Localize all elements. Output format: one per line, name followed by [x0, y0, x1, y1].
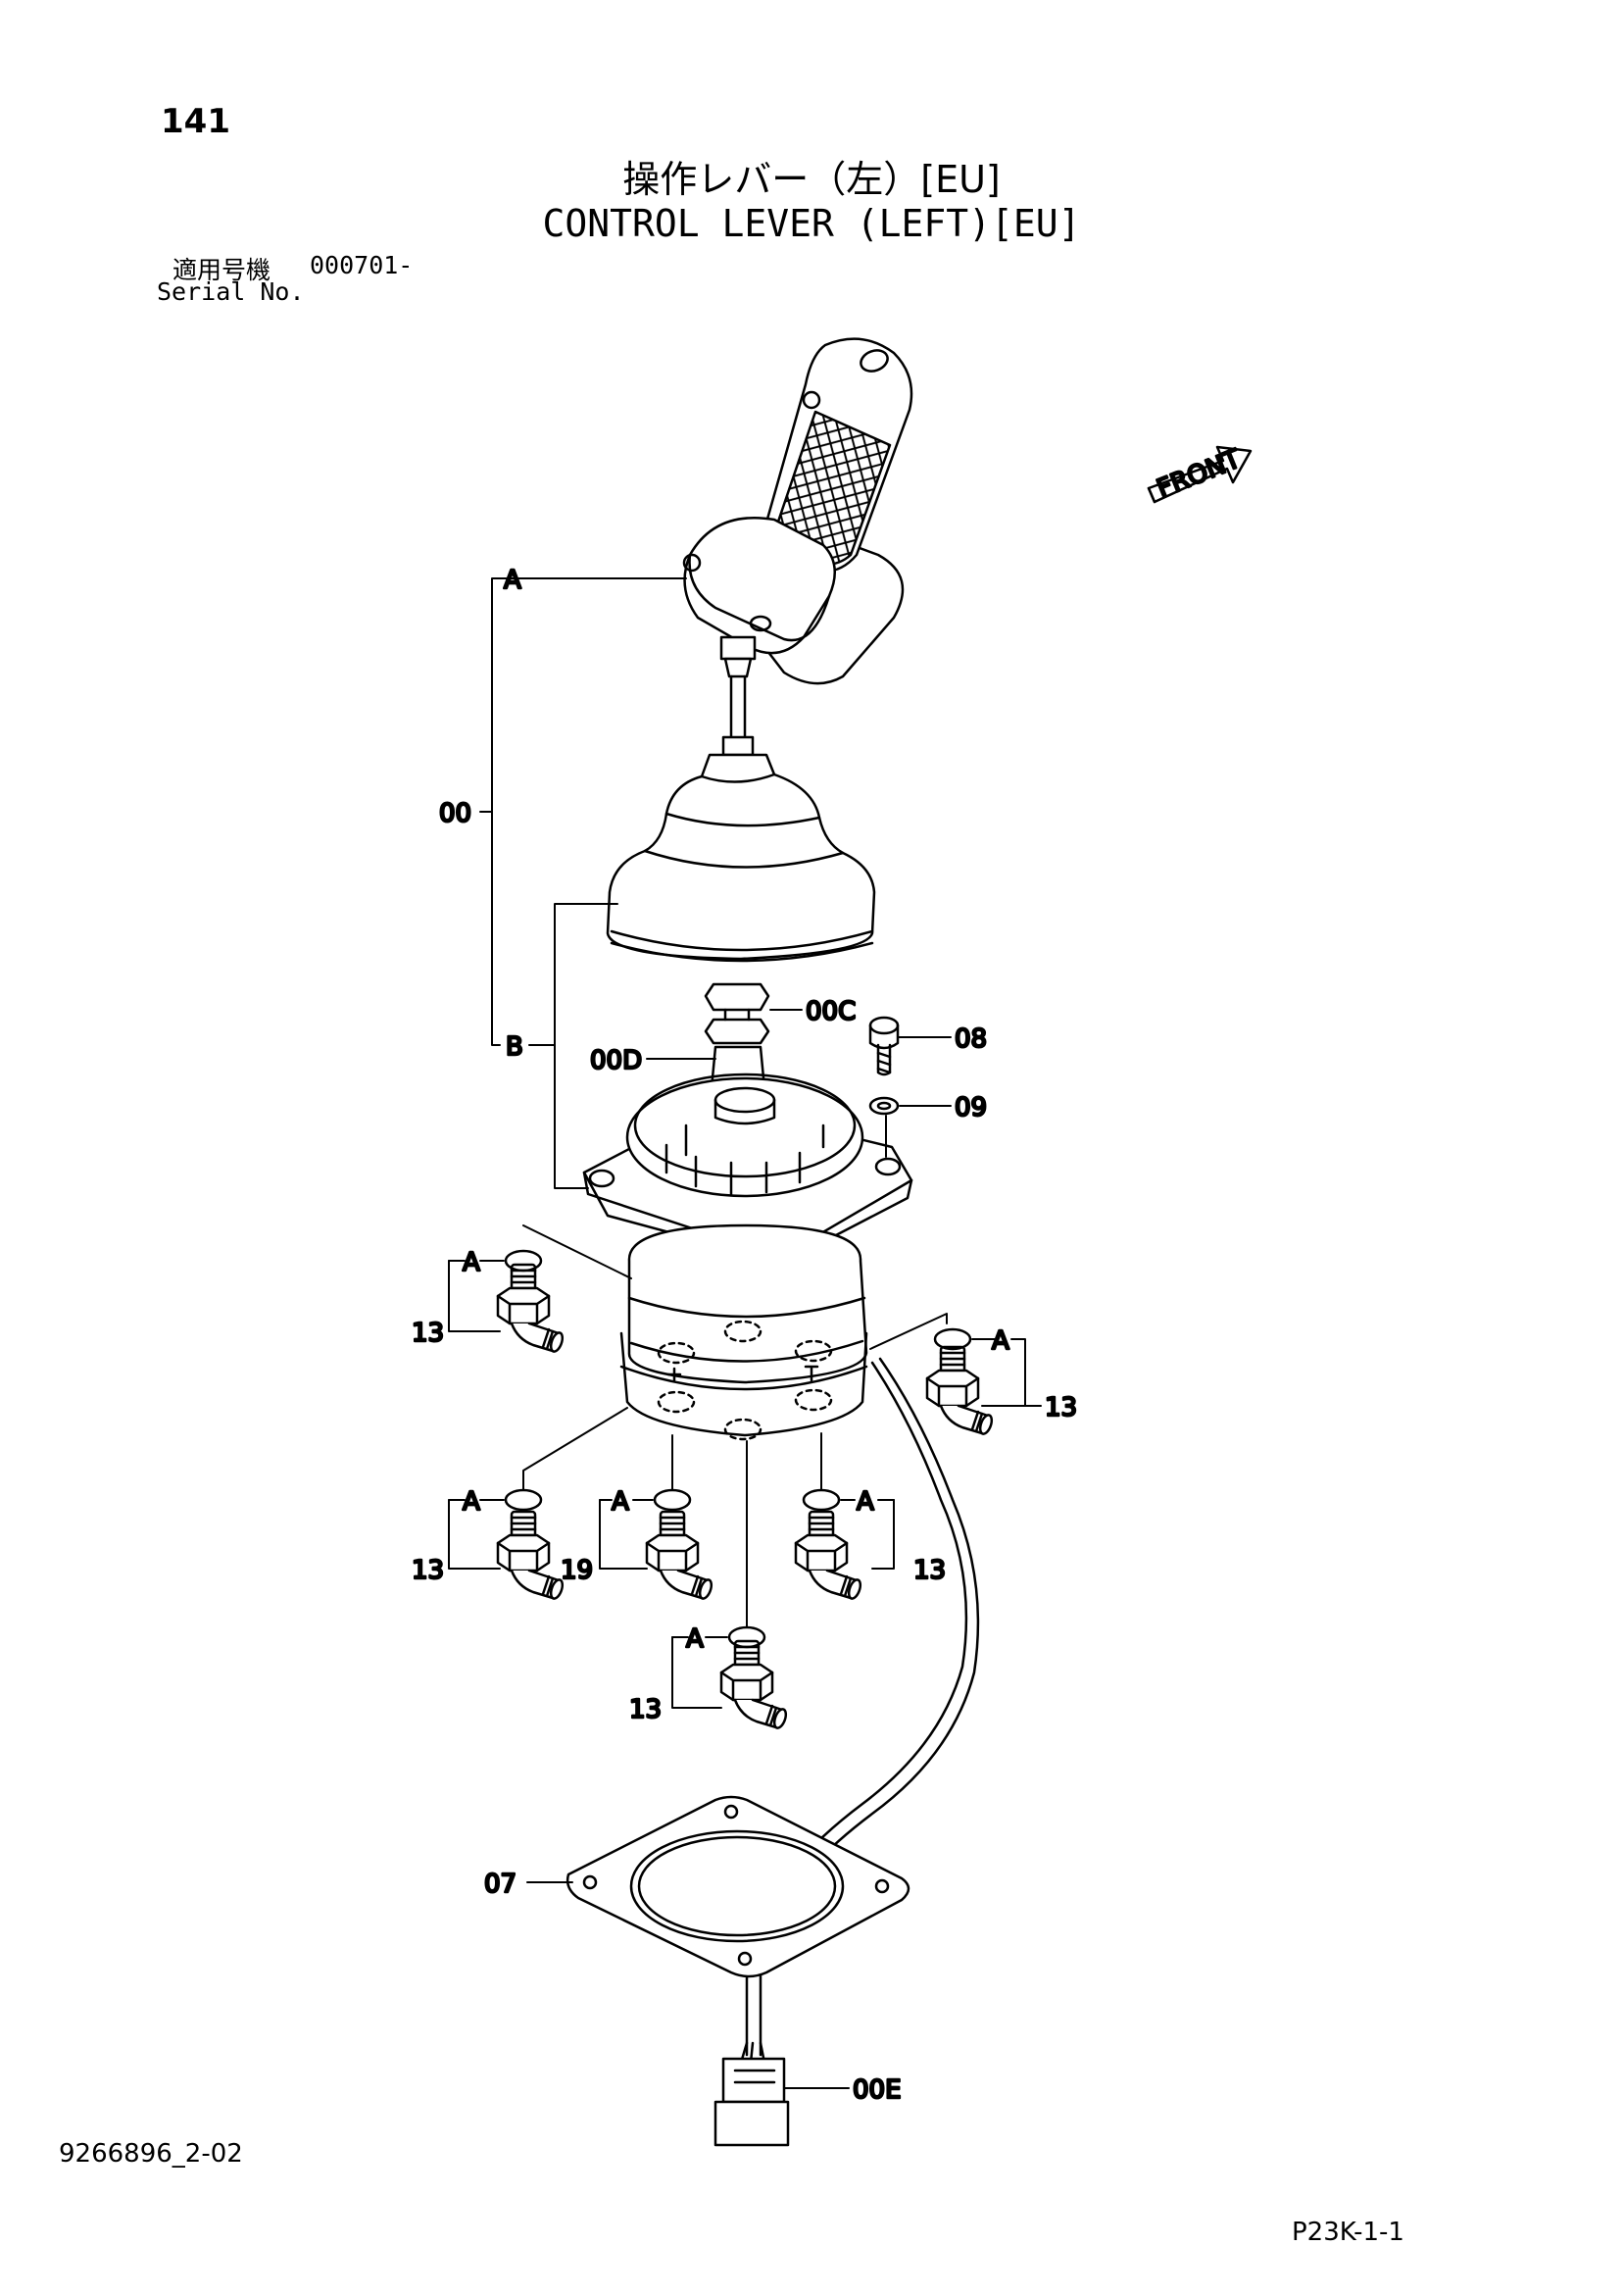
label-a-fit-4: A — [612, 1487, 629, 1517]
label-a-fit-3: A — [463, 1487, 480, 1517]
serial-value: 000701- — [310, 251, 414, 279]
lever-shaft — [719, 635, 757, 757]
fitting-13-lower-left — [496, 1510, 566, 1602]
part-08-screw — [868, 1016, 900, 1076]
serial-label-japanese: 適用号機 — [172, 256, 271, 284]
label-00d: 00D — [590, 1046, 642, 1075]
label-fit-13-4: 13 — [913, 1556, 946, 1585]
page-number: 141 — [161, 102, 230, 141]
label-a-fit-5: A — [857, 1487, 874, 1517]
title-japanese: 操作レバー（左）[EU] — [622, 158, 1001, 201]
front-arrow-icon: FRONT — [1147, 443, 1253, 506]
label-a-fit-2: A — [992, 1326, 1009, 1356]
part-09-washer — [868, 1096, 900, 1116]
label-a-top: A — [504, 566, 521, 595]
part-00e-connector — [713, 2041, 790, 2147]
label-07: 07 — [484, 1870, 516, 1899]
rubber-boot — [606, 753, 876, 963]
page-reference: P23K-1-1 — [1292, 2218, 1404, 2247]
label-09: 09 — [955, 1093, 987, 1123]
label-08: 08 — [955, 1024, 987, 1054]
leader-lines — [448, 577, 1042, 2089]
label-00e: 00E — [853, 2075, 902, 2105]
label-fit-13-2: 13 — [1045, 1393, 1077, 1423]
label-fit-13-3: 13 — [412, 1556, 444, 1585]
label-b: B — [506, 1032, 523, 1062]
label-a-fit-1: A — [463, 1248, 480, 1277]
part-00c-nut — [704, 982, 770, 1045]
label-fit-13-1: 13 — [412, 1319, 444, 1348]
fitting-19 — [645, 1510, 715, 1602]
lever-collar — [682, 516, 836, 655]
fitting-13-bottom — [719, 1639, 790, 1731]
label-a-fit-6: A — [686, 1624, 704, 1654]
label-fit-13-5: 13 — [629, 1695, 662, 1724]
fitting-13-upper-left — [496, 1263, 566, 1355]
valve-body — [619, 1223, 868, 1441]
label-fit-19: 19 — [561, 1556, 593, 1585]
document-code: 9266896_2-02 — [59, 2139, 243, 2169]
title-english: CONTROL LEVER (LEFT)[EU] — [542, 202, 1081, 245]
fitting-13-lower-right — [794, 1510, 864, 1602]
front-label: FRONT — [1153, 444, 1245, 504]
label-assembly-00: 00 — [439, 799, 471, 828]
label-00c: 00C — [806, 997, 856, 1026]
valve-top-assembly — [582, 1073, 913, 1276]
fitting-13-right — [925, 1345, 996, 1437]
part-07-gasket — [566, 1795, 910, 1978]
serial-label-english: Serial No. — [157, 277, 305, 306]
